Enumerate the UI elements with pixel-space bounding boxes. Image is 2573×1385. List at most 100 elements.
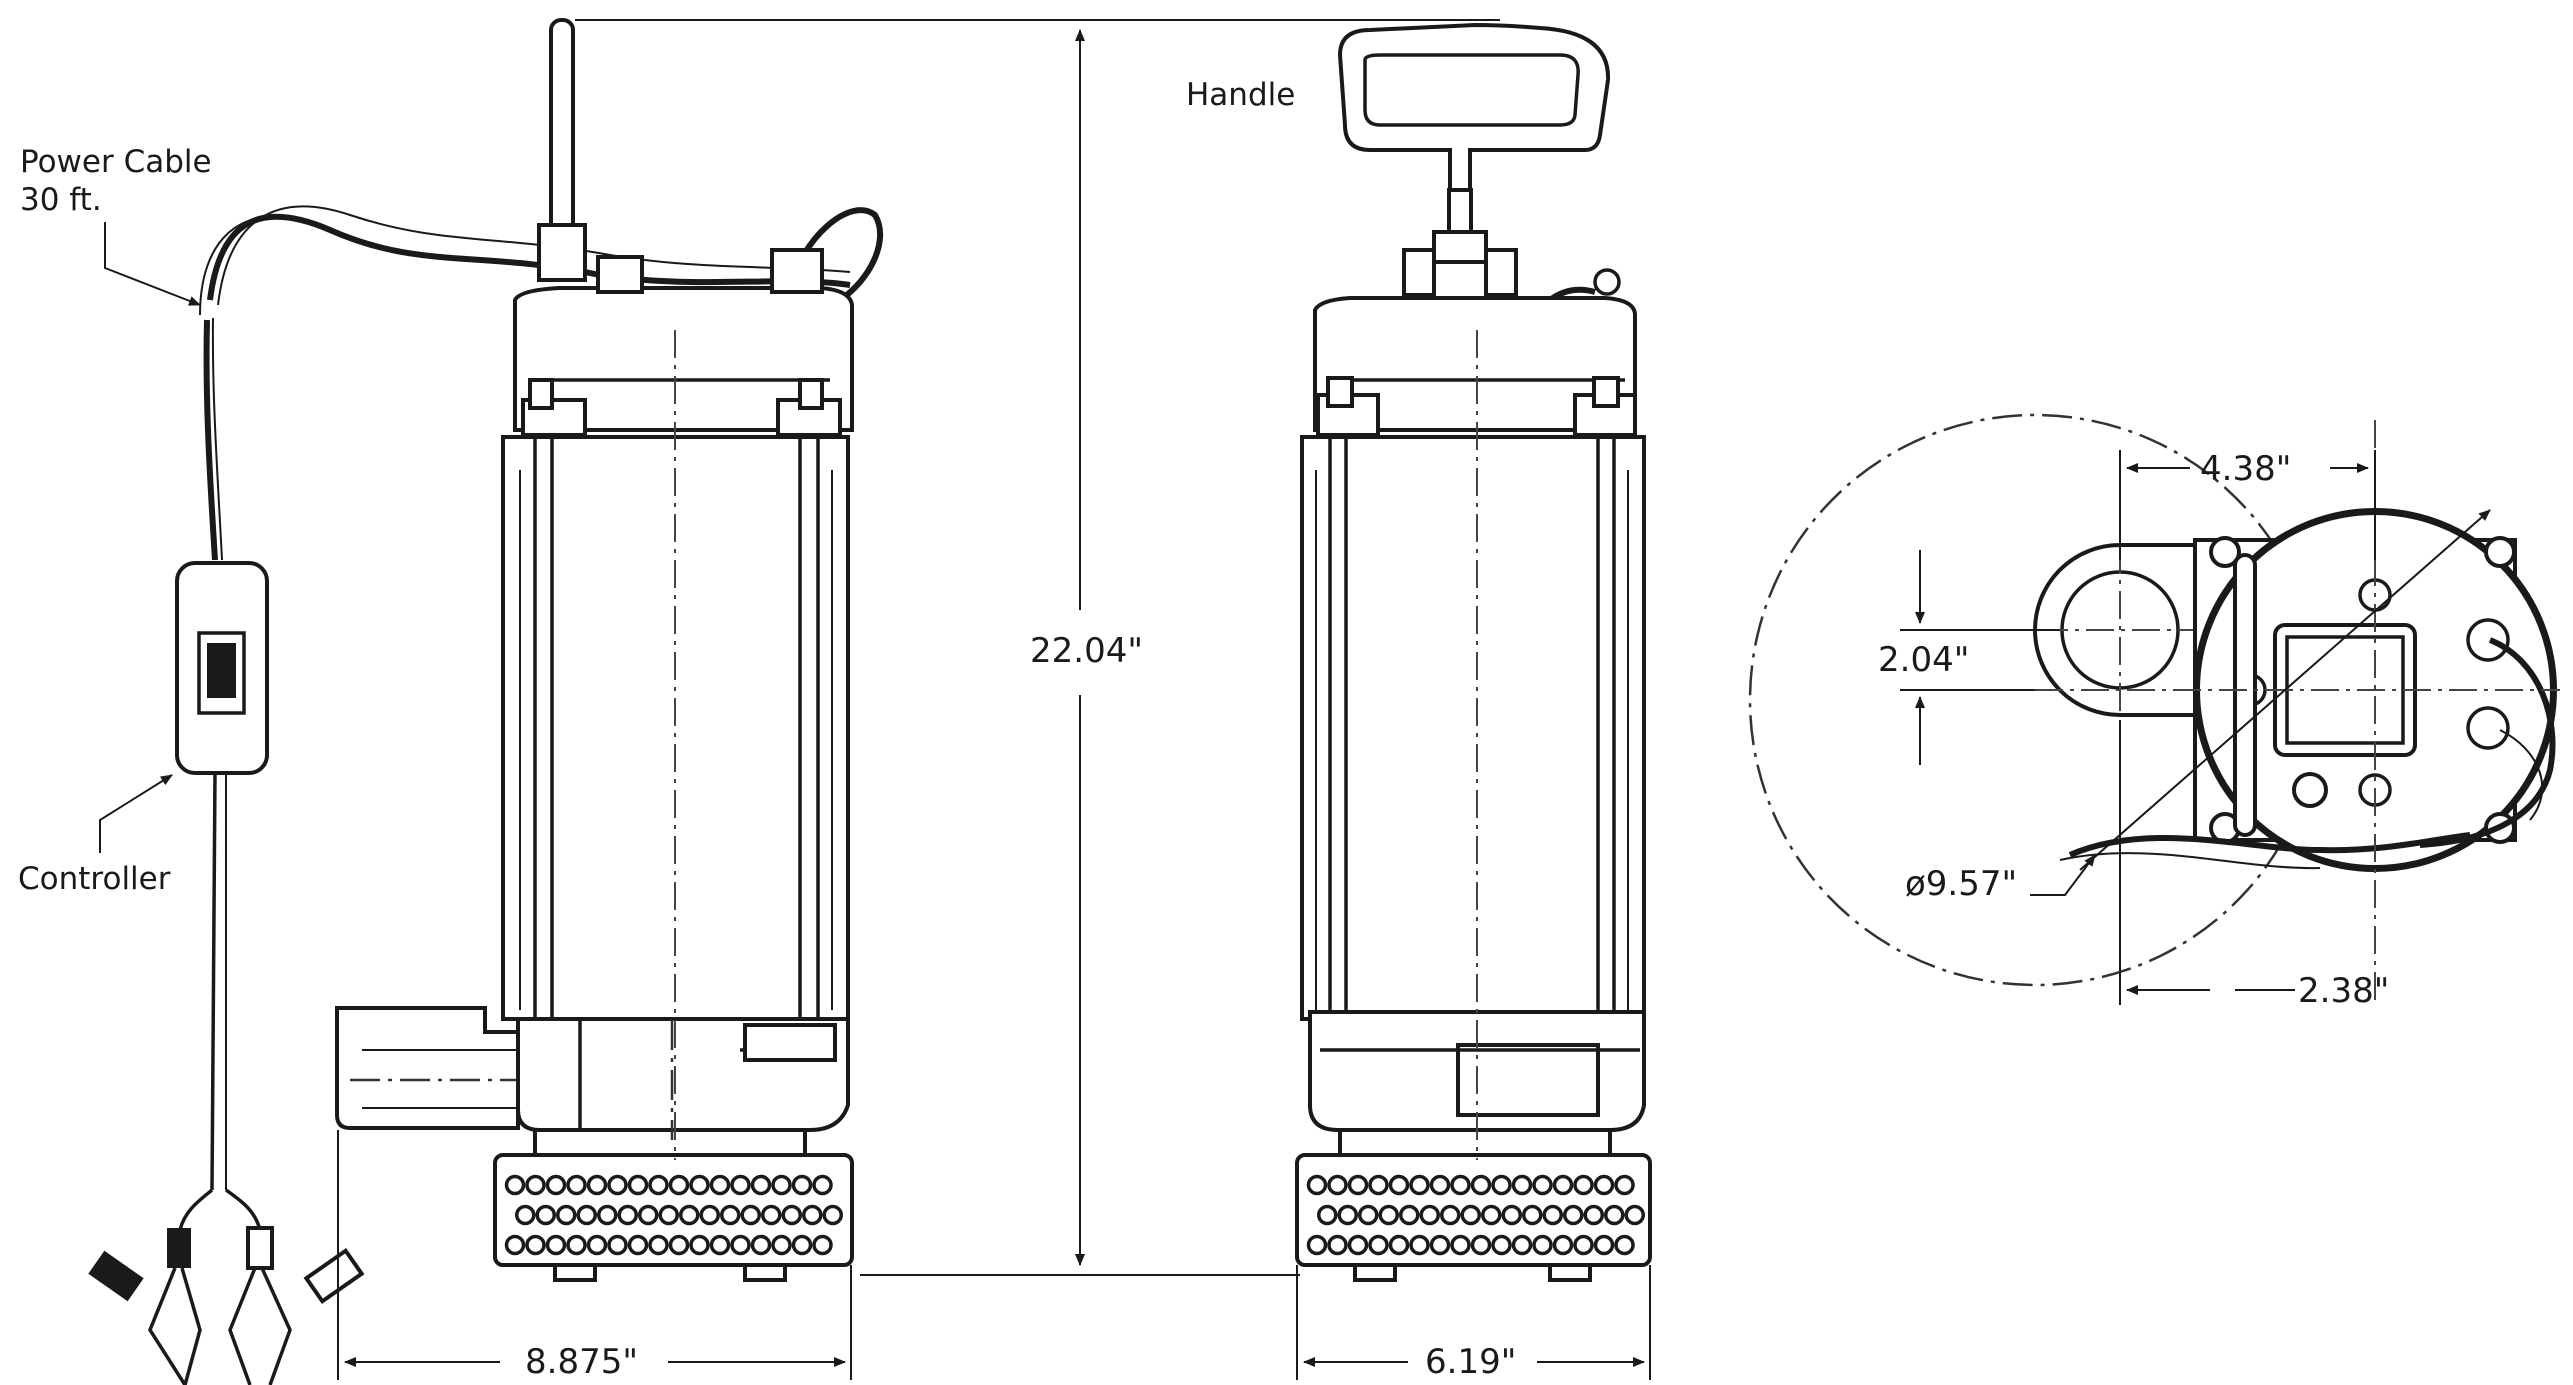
strainer-hole [1347, 1234, 1369, 1256]
dimension-offset: 2.38" [2298, 971, 2389, 1011]
strainer-hole [709, 1234, 731, 1256]
strainer-hole [812, 1234, 833, 1256]
leader-power-cable [104, 222, 201, 306]
strainer-hole [1542, 1204, 1563, 1226]
dimension-diameter: ø9.57" [1905, 864, 2017, 904]
strainer-hole [545, 1234, 567, 1256]
strainer-hole [791, 1234, 813, 1256]
side-width-dimension [337, 1130, 852, 1380]
strainer-hole [566, 1234, 587, 1256]
battery-clip-right [228, 1226, 365, 1385]
strainer-hole [586, 1234, 608, 1256]
strainer-hole [1368, 1174, 1389, 1196]
strainer-hole [1552, 1234, 1574, 1256]
strainer-hole [1511, 1174, 1533, 1196]
strainer-hole [771, 1234, 792, 1256]
strainer-hole [730, 1174, 751, 1196]
strainer-hole [689, 1234, 710, 1256]
controller-box [175, 561, 269, 775]
front-view [1295, 22, 1652, 1282]
strainer-hole [1573, 1234, 1594, 1256]
strainer-hole [1388, 1234, 1410, 1256]
strainer-hole [1347, 1174, 1369, 1196]
strainer-hole [1532, 1234, 1553, 1256]
strainer-hole [525, 1234, 546, 1256]
strainer-hole [1470, 1174, 1492, 1196]
strainer-hole [1522, 1204, 1543, 1226]
strainer-hole [761, 1204, 782, 1226]
dimension-width-front: 6.19" [1425, 1342, 1516, 1382]
strainer-hole [740, 1204, 761, 1226]
strainer-hole [525, 1174, 546, 1196]
strainer-hole [648, 1234, 669, 1256]
strainer-hole [771, 1174, 792, 1196]
strainer-hole [1327, 1174, 1348, 1196]
strainer-hole [1511, 1234, 1533, 1256]
strainer-hole [545, 1174, 567, 1196]
strainer-hole [750, 1174, 772, 1196]
leader-controller [99, 774, 173, 853]
strainer-hole [1409, 1174, 1430, 1196]
strainer-hole [730, 1234, 751, 1256]
strainer-hole [1563, 1204, 1584, 1226]
strainer-hole [1368, 1234, 1389, 1256]
strainer-hole [668, 1174, 690, 1196]
dimension-top-y: 2.04" [1878, 640, 1969, 680]
strainer-hole [1491, 1234, 1512, 1256]
strainer-hole [504, 1234, 526, 1256]
strainer-hole [617, 1204, 638, 1226]
strainer-hole [750, 1234, 772, 1256]
strainer-hole [515, 1204, 536, 1226]
strainer-hole [566, 1174, 587, 1196]
strainer-hole [781, 1204, 802, 1226]
strainer-hole [1614, 1174, 1635, 1196]
dimension-top-x: 4.38" [2200, 449, 2291, 489]
strainer-hole [1306, 1174, 1328, 1196]
strainer-hole [1450, 1234, 1471, 1256]
strainer-hole [1306, 1234, 1328, 1256]
strainer-hole [1614, 1234, 1635, 1256]
label-handle: Handle [1186, 77, 1295, 113]
dimension-width-side: 8.875" [525, 1342, 638, 1382]
label-controller: Controller [18, 861, 171, 897]
label-power-cable: Power Cable [20, 144, 212, 180]
strainer-hole [709, 1174, 731, 1196]
top-view [1748, 413, 2560, 1000]
battery-clip-left [88, 1228, 202, 1385]
strainer-hole [802, 1204, 823, 1226]
strainer-hole [535, 1204, 556, 1226]
strainer-hole [648, 1174, 669, 1196]
strainer-hole [607, 1174, 628, 1196]
strainer-hole [1460, 1204, 1481, 1226]
strainer-hole [699, 1204, 720, 1226]
strainer-hole [1378, 1204, 1399, 1226]
strainer-hole [668, 1234, 690, 1256]
strainer-hole [1593, 1234, 1615, 1256]
strainer-side [493, 1153, 854, 1282]
side-view [88, 18, 883, 1385]
strainer-hole [1532, 1174, 1553, 1196]
strainer-hole [1604, 1204, 1625, 1226]
strainer-hole [627, 1234, 649, 1256]
strainer-hole [586, 1174, 608, 1196]
strainer-hole [504, 1174, 526, 1196]
dimension-height: 22.04" [1030, 631, 1143, 671]
strainer-hole [1491, 1174, 1512, 1196]
strainer-hole [627, 1174, 649, 1196]
strainer-hole [1583, 1204, 1604, 1226]
height-dimension [575, 19, 1500, 1276]
strainer-hole [720, 1204, 741, 1226]
strainer-hole [1317, 1204, 1338, 1226]
strainer-hole [1358, 1204, 1379, 1226]
strainer-hole [1327, 1234, 1348, 1256]
strainer-hole [1552, 1174, 1574, 1196]
strainer-hole [1399, 1204, 1420, 1226]
strainer-hole [658, 1204, 679, 1226]
strainer-hole [679, 1204, 700, 1226]
strainer-hole [597, 1204, 618, 1226]
strainer-hole [607, 1234, 628, 1256]
strainer-hole [791, 1174, 813, 1196]
strainer-hole [1481, 1204, 1502, 1226]
strainer-front [1295, 1153, 1652, 1282]
